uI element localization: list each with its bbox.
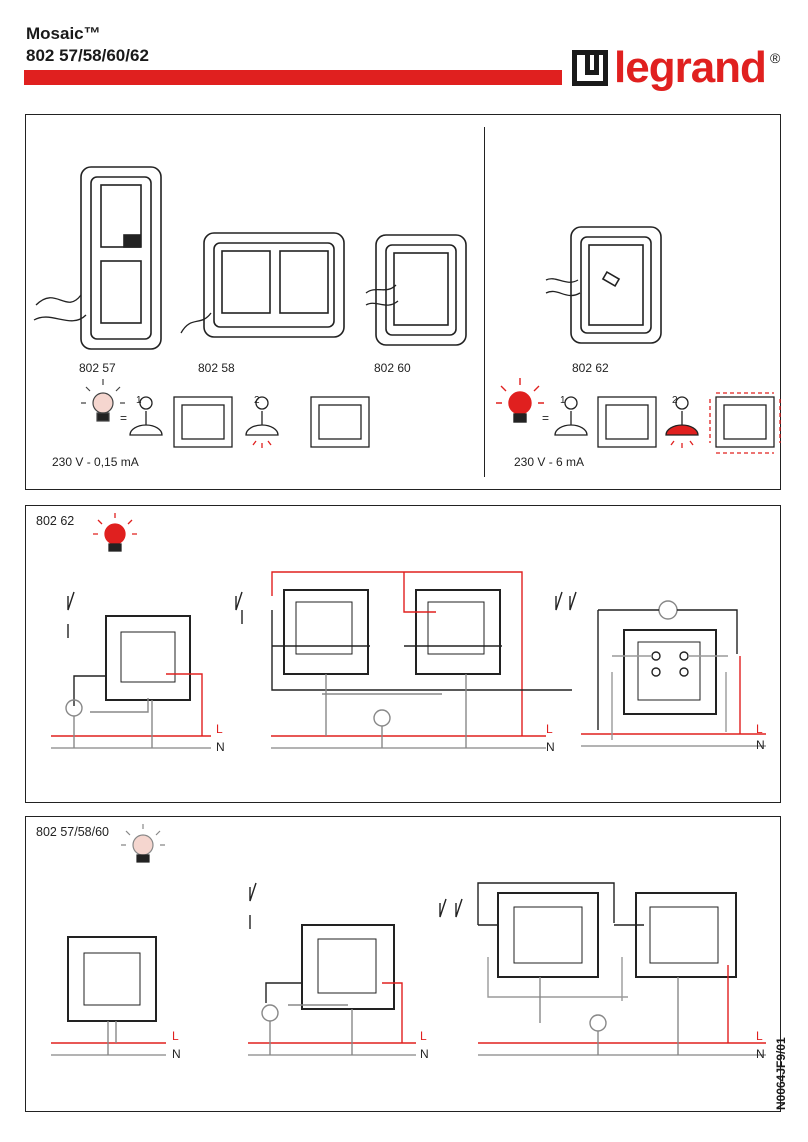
label-802-57: 802 57 bbox=[79, 361, 116, 375]
mid-neutral-b: N bbox=[546, 740, 555, 754]
cover-plate-lit-icon bbox=[715, 396, 775, 448]
wiring-diagram-plate-only bbox=[51, 936, 166, 1056]
step-2-left: 2 bbox=[254, 395, 260, 406]
step-1-left: 1 bbox=[136, 395, 142, 406]
product-name: Mosaic™ bbox=[26, 24, 101, 43]
wiring-802-62-panel: 802 62 bbox=[25, 505, 781, 803]
step-2-right: 2 bbox=[672, 395, 678, 406]
mid-neutral-a: N bbox=[216, 740, 225, 754]
mid-line-c: L bbox=[756, 722, 763, 736]
wiring-diagrams-802-57-58-60 bbox=[51, 824, 766, 1056]
label-802-60: 802 60 bbox=[374, 361, 411, 375]
wiring-diagrams-802-62 bbox=[51, 513, 766, 749]
mid-line-a: L bbox=[216, 722, 223, 736]
bot-line-d: L bbox=[172, 1029, 179, 1043]
wiring-diagram-multi bbox=[439, 882, 766, 1056]
mid-neutral-c: N bbox=[756, 738, 765, 752]
legrand-logo-text: legrand bbox=[614, 43, 767, 92]
wiring-diagram-two-way bbox=[235, 571, 572, 749]
legrand-logo-mark bbox=[572, 50, 608, 86]
lamp-pink-icon bbox=[81, 379, 125, 422]
cover-plate-unlit-icon bbox=[597, 396, 657, 448]
label-802-62: 802 62 bbox=[572, 361, 609, 375]
lamp-pink-icon bbox=[121, 824, 165, 863]
frame-802-58-drawing bbox=[180, 232, 345, 338]
spec-right: 230 V - 6 mA bbox=[514, 455, 585, 469]
cover-plate-off-icon bbox=[173, 396, 233, 448]
registered-mark: ® bbox=[770, 50, 781, 66]
header-red-band bbox=[24, 70, 562, 85]
cover-plate-standby-icon bbox=[310, 396, 370, 448]
lamp-red-icon bbox=[93, 513, 137, 552]
lamp-red-icon bbox=[496, 378, 544, 423]
product-references: 802 57/58/60/62 bbox=[26, 46, 149, 65]
bot-line-f: L bbox=[756, 1029, 763, 1043]
bot-neutral-e: N bbox=[420, 1047, 429, 1061]
push-button-2-icon bbox=[245, 396, 279, 448]
legrand-logo: legrand ® bbox=[572, 40, 792, 100]
bot-neutral-f: N bbox=[756, 1047, 765, 1061]
step-1-right: 1 bbox=[560, 395, 566, 406]
label-802-58: 802 58 bbox=[198, 361, 235, 375]
support-frames-illustration bbox=[33, 166, 781, 454]
bot-line-e: L bbox=[420, 1029, 427, 1043]
frame-802-62-drawing bbox=[545, 226, 662, 344]
wiring-diagram-four-way bbox=[555, 591, 766, 747]
equals-sign-left: = bbox=[120, 411, 128, 425]
wiring-802-57-58-60-panel: 802 57/58/60 bbox=[25, 816, 781, 1112]
wiring-diagram-simple bbox=[51, 591, 211, 749]
panel-divider bbox=[484, 127, 485, 477]
product-overview-panel: 802 57 802 58 802 60 802 62 = = 1 2 1 2 … bbox=[25, 114, 781, 490]
wiring-diagram-single bbox=[248, 882, 416, 1056]
frame-802-57-drawing bbox=[33, 166, 162, 350]
push-button-4-icon bbox=[665, 396, 699, 448]
mid-line-b: L bbox=[546, 722, 553, 736]
mid-panel-title: 802 62 bbox=[36, 514, 75, 528]
spec-left: 230 V - 0,15 mA bbox=[52, 455, 139, 469]
equals-sign-right: = bbox=[542, 411, 550, 425]
glow-rays-icon bbox=[709, 392, 781, 454]
push-button-1-icon bbox=[129, 396, 163, 436]
bottom-panel-title: 802 57/58/60 bbox=[36, 825, 109, 839]
bot-neutral-d: N bbox=[172, 1047, 181, 1061]
frame-802-60-drawing bbox=[365, 234, 467, 346]
document-code: N0064JF9/01 bbox=[774, 1037, 788, 1110]
push-button-3-icon bbox=[554, 396, 588, 436]
